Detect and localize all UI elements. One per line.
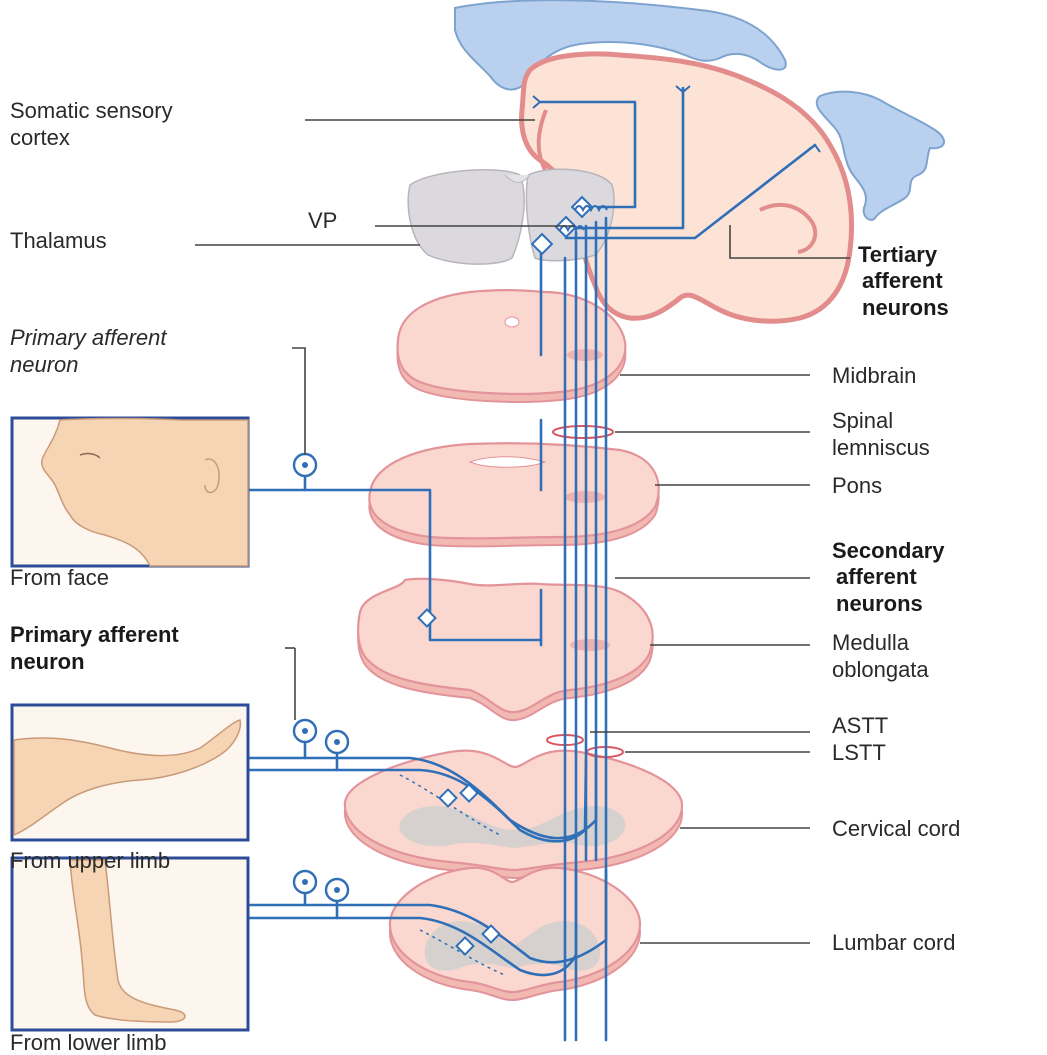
midbrain-section <box>398 290 626 402</box>
label-midbrain: Midbrain <box>832 363 916 388</box>
pons-section <box>369 443 658 546</box>
label-vp: VP <box>308 208 337 233</box>
label-medulla-oblongata: Medulla <box>832 630 910 655</box>
medulla-section <box>358 579 653 720</box>
label-tertiary-afferent-neurons: Tertiary <box>858 242 938 267</box>
label-spinal-lemniscus-2: lemniscus <box>832 435 930 460</box>
label-from-lower-limb: From lower limb <box>10 1030 166 1055</box>
face-inset <box>12 418 248 566</box>
label-somatic-sensory-cortex: Somatic sensory <box>10 98 173 123</box>
label-tertiary-afferent-neurons-2: afferent <box>862 268 943 293</box>
label-pons: Pons <box>832 473 882 498</box>
lower-limb-inset <box>12 858 248 1030</box>
label-secondary-afferent-neurons: Secondary <box>832 538 945 563</box>
label-secondary-afferent-neurons-2: afferent <box>836 564 917 589</box>
label-thalamus: Thalamus <box>10 228 107 253</box>
upper-limb-inset <box>12 705 248 840</box>
label-from-upper-limb: From upper limb <box>10 848 170 873</box>
label-somatic-sensory-cortex-2: cortex <box>10 125 70 150</box>
label-tertiary-afferent-neurons-3: neurons <box>862 295 949 320</box>
label-from-face: From face <box>10 565 109 590</box>
label-primary-afferent-neuron-bold: Primary afferent <box>10 622 179 647</box>
label-primary-afferent-neuron-italic: Primary afferent <box>10 325 167 350</box>
label-lstt: LSTT <box>832 740 886 765</box>
label-medulla-oblongata-2: oblongata <box>832 657 929 682</box>
label-secondary-afferent-neurons-3: neurons <box>836 591 923 616</box>
label-astt: ASTT <box>832 713 888 738</box>
label-primary-afferent-neuron-bold-2: neuron <box>10 649 85 674</box>
label-primary-afferent-neuron-italic-2: neuron <box>10 352 79 377</box>
label-spinal-lemniscus: Spinal <box>832 408 893 433</box>
label-cervical-cord: Cervical cord <box>832 816 960 841</box>
label-lumbar-cord: Lumbar cord <box>832 930 956 955</box>
